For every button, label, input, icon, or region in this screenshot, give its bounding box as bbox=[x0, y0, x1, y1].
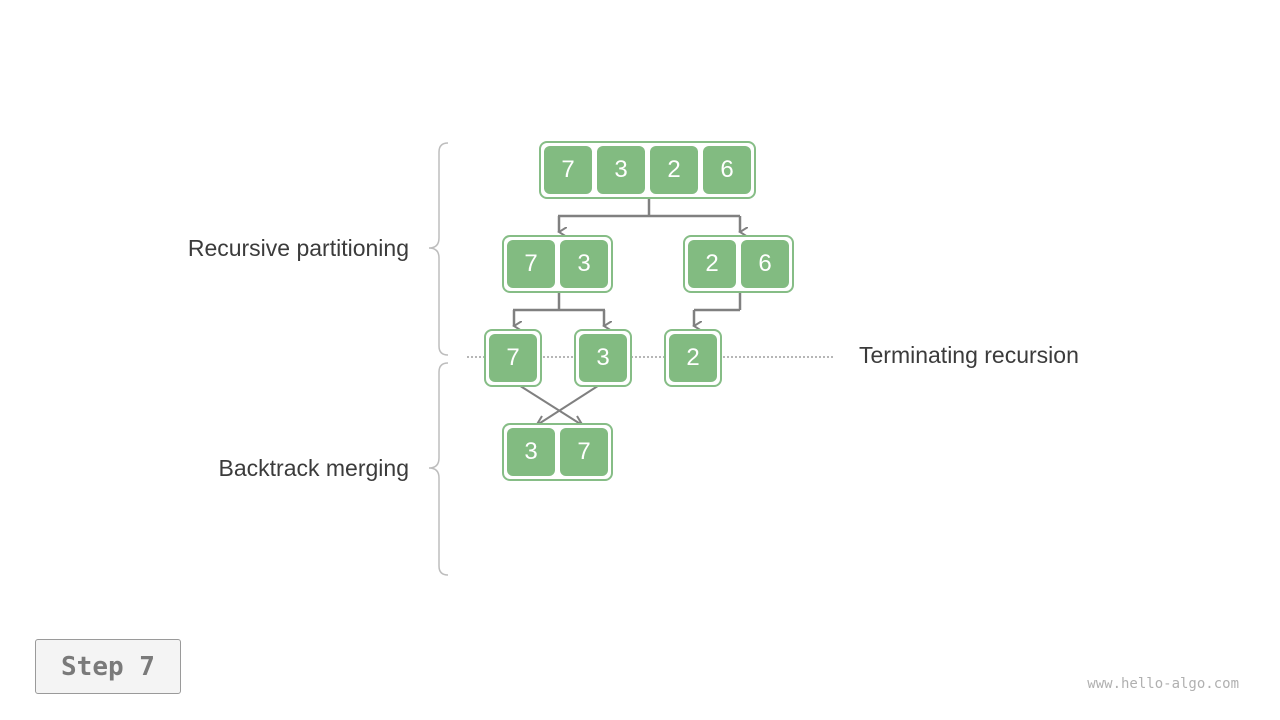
array-cell: 3 bbox=[560, 240, 608, 288]
partition-brace bbox=[428, 142, 449, 356]
array-cell: 2 bbox=[650, 146, 698, 194]
array-left: 7 3 bbox=[502, 235, 613, 293]
array-merged: 3 7 bbox=[502, 423, 613, 481]
array-root: 7 3 2 6 bbox=[539, 141, 756, 199]
array-cell: 3 bbox=[597, 146, 645, 194]
array-cell: 7 bbox=[560, 428, 608, 476]
merge-label: Backtrack merging bbox=[218, 455, 409, 481]
array-leaf-a: 7 bbox=[484, 329, 542, 387]
array-cell: 2 bbox=[688, 240, 736, 288]
array-leaf-b: 3 bbox=[574, 329, 632, 387]
array-cell: 3 bbox=[507, 428, 555, 476]
array-leaf-c: 2 bbox=[664, 329, 722, 387]
merge-brace bbox=[428, 362, 449, 576]
array-cell: 6 bbox=[741, 240, 789, 288]
array-cell: 7 bbox=[544, 146, 592, 194]
array-right: 2 6 bbox=[683, 235, 794, 293]
right-split-arrows bbox=[694, 292, 742, 326]
step-indicator: Step 7 bbox=[35, 639, 181, 694]
array-cell: 3 bbox=[579, 334, 627, 382]
merge-cross-arrows bbox=[513, 381, 605, 428]
array-cell: 6 bbox=[703, 146, 751, 194]
array-cell: 7 bbox=[507, 240, 555, 288]
partition-label: Recursive partitioning bbox=[187, 235, 409, 261]
left-split-arrows bbox=[513, 292, 605, 326]
array-cell: 7 bbox=[489, 334, 537, 382]
array-cell: 2 bbox=[669, 334, 717, 382]
watermark: www.hello-algo.com bbox=[1087, 676, 1239, 692]
terminate-label: Terminating recursion bbox=[859, 342, 1079, 368]
root-split-arrows bbox=[558, 198, 740, 232]
